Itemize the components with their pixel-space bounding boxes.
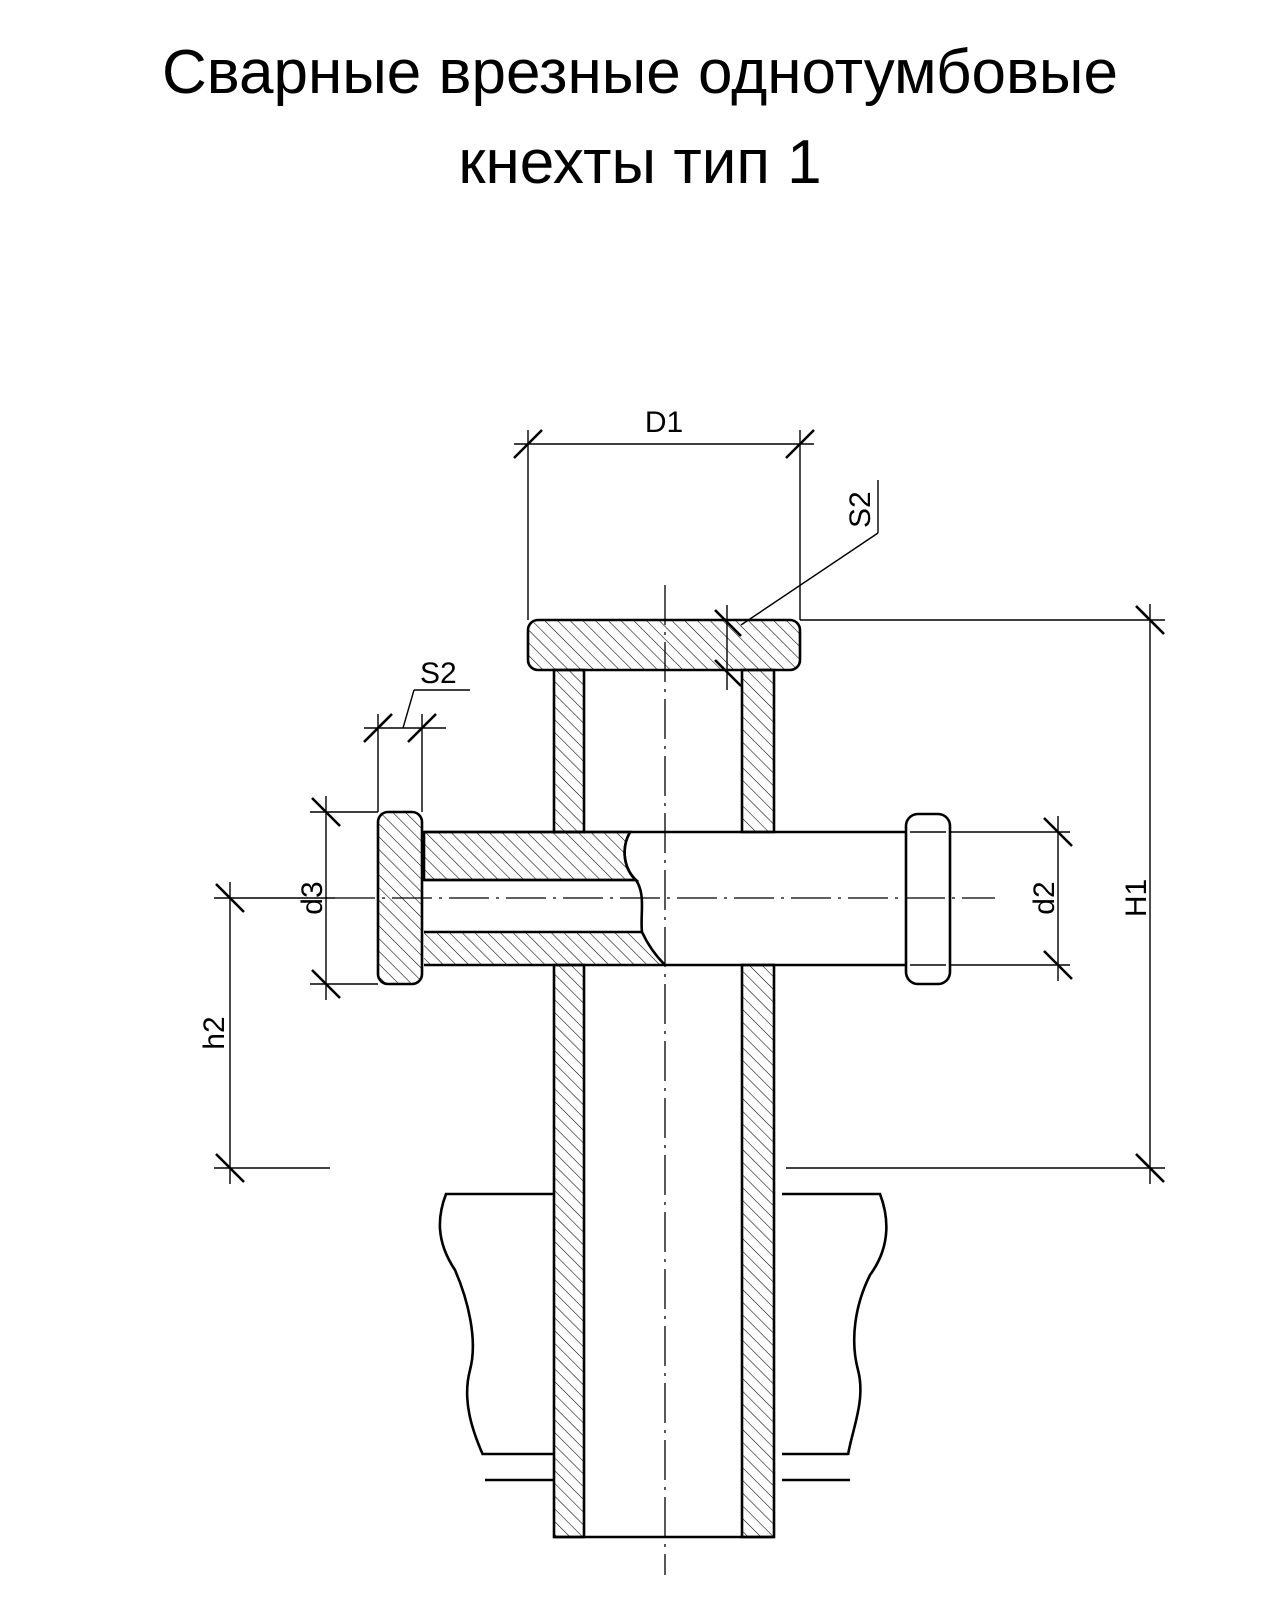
pedestal-wall-left xyxy=(552,668,586,1539)
dim-label-D1: D1 xyxy=(645,406,683,439)
dimension-H1: H1 xyxy=(786,604,1165,1184)
dimension-h2: h2 xyxy=(198,882,335,1184)
drawing-title: Сварные врезные однотумбовые кнехты тип … xyxy=(0,28,1280,208)
dim-label-h2: h2 xyxy=(198,1016,231,1049)
dimension-d2: d2 xyxy=(950,816,1073,981)
dim-label-d2: d2 xyxy=(1028,881,1061,914)
title-line-1: Сварные врезные однотумбовые xyxy=(162,38,1118,107)
deck-plate-left xyxy=(438,1192,553,1482)
crossbar-flange-right xyxy=(904,812,952,986)
top-cap-plate xyxy=(526,618,802,672)
deck-plate-right xyxy=(782,1192,888,1482)
dimension-S2-left: S2 xyxy=(363,657,470,812)
dim-label-H1: H1 xyxy=(1120,879,1153,917)
dim-label-S2-left: S2 xyxy=(420,657,457,690)
dimension-D1: D1 xyxy=(513,406,815,620)
dim-label-S2-top: S2 xyxy=(844,491,877,528)
title-line-2: кнехты тип 1 xyxy=(458,128,822,197)
dimension-S2-top: S2 xyxy=(714,480,879,690)
pedestal-wall-right xyxy=(740,668,776,1539)
